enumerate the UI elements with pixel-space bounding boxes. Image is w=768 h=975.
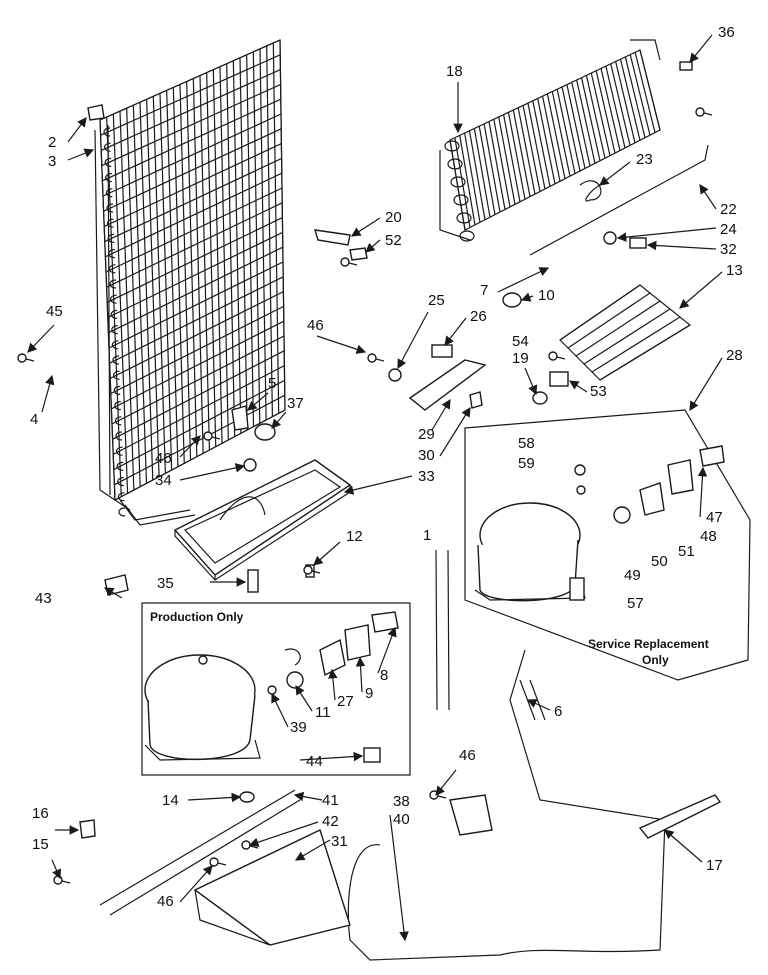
callout-36: 36 [718,24,735,41]
callout-49: 49 [624,567,641,584]
production-only-label: Production Only [150,610,244,624]
callout-30: 30 [418,447,435,464]
callout-13: 13 [726,262,743,279]
callout-8: 8 [380,667,388,684]
callout-50: 50 [651,553,668,570]
terminal-block [449,794,493,836]
callout-45: 45 [46,303,63,320]
callout-15: 15 [32,836,49,853]
evaporator-coil [439,39,661,242]
callout-59: 59 [518,455,535,472]
misc-parts [79,61,693,839]
callout-46d: 46 [157,893,174,910]
callout-46a: 46 [307,317,324,334]
callout-44: 44 [306,753,323,770]
production-only-box [141,602,411,776]
callout-53: 53 [590,383,607,400]
callout-46c: 46 [459,747,476,764]
callout-34: 34 [155,472,172,489]
callout-5: 5 [268,375,276,392]
callout-12: 12 [346,528,363,545]
callout-40: 40 [393,811,410,828]
callout-26: 26 [470,308,487,325]
drain-pan [173,459,352,581]
callout-24: 24 [720,221,737,238]
callout-25: 25 [428,292,445,309]
callout-42: 42 [322,813,339,830]
callout-29: 29 [418,426,435,443]
drain-heater-grid [559,284,692,381]
callout-11: 11 [315,704,331,721]
callout-31: 31 [331,833,348,850]
callout-46b: 46 [155,450,172,467]
production-compressor [144,654,261,761]
callout-38: 38 [393,793,410,810]
callout-32: 32 [720,241,737,258]
service-replacement-label: Service Replacement [588,637,709,651]
callout-33: 33 [418,468,435,485]
callout-52: 52 [385,232,402,249]
callout-48: 48 [700,528,717,545]
callout-28: 28 [726,347,743,364]
callout-27: 27 [337,693,354,710]
callout-41: 41 [322,792,339,809]
callout-10: 10 [538,287,555,304]
callout-39: 39 [290,719,307,736]
callout-7: 7 [480,282,488,299]
condenser-coil [94,39,286,526]
callout-6: 6 [554,703,562,720]
base-bracket [99,789,351,946]
tube-6 [519,679,546,721]
callout-47: 47 [706,509,723,526]
callout-4: 4 [30,411,38,428]
callout-3: 3 [48,153,56,170]
leader-lines [27,34,723,942]
callout-57: 57 [627,595,644,612]
service-replacement-box [464,409,751,681]
callout-43: 43 [35,590,52,607]
refrigerant-tubing [347,649,666,961]
defrost-heater [529,144,709,256]
callout-37: 37 [287,395,304,412]
callout-51: 51 [678,543,695,560]
callout-16: 16 [32,805,49,822]
callout-18: 18 [446,63,463,80]
callout-1: 1 [423,527,431,544]
service-compressor [474,502,586,602]
callout-14: 14 [162,792,179,809]
drain-tube [435,549,450,711]
callout-58: 58 [518,435,535,452]
service-only-label: Only [642,653,669,667]
service-electrical-parts [569,445,725,601]
callout-54: 54 [512,333,529,350]
callout-2: 2 [48,134,56,151]
callout-numbers: 36 18 2 3 23 22 20 24 52 32 13 7 10 25 4… [30,24,743,910]
callout-19: 19 [512,350,529,367]
callout-9: 9 [365,685,373,702]
callout-23: 23 [636,151,653,168]
heater-wire [579,180,602,202]
callout-17: 17 [706,857,723,874]
cable-tie [638,794,722,839]
callout-20: 20 [385,209,402,226]
production-electrical-parts [267,611,399,695]
callout-35: 35 [157,575,174,592]
callout-22: 22 [720,201,737,218]
